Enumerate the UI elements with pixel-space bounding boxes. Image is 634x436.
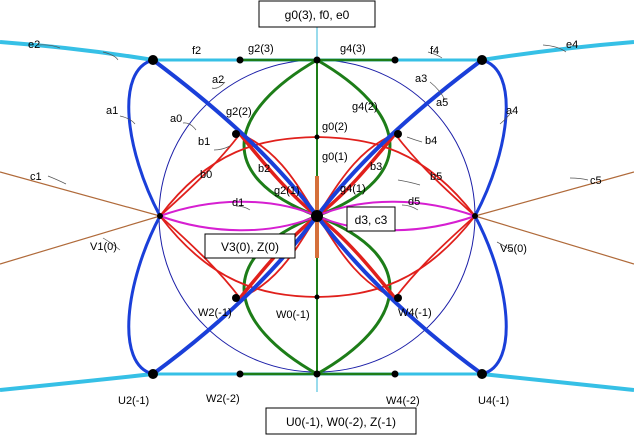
label-g0-2: g0(2) [322, 121, 348, 133]
b4-curve [316, 132, 476, 217]
label-c5: c5 [590, 175, 602, 187]
point-w2-1 [232, 294, 240, 302]
b3-curve-lower [315, 214, 397, 300]
label-g4-2: g4(2) [352, 101, 378, 113]
label-e4: e4 [566, 39, 578, 51]
label-a2: a2 [212, 74, 224, 86]
point-v1 [157, 213, 163, 219]
point-f2 [236, 56, 244, 64]
label-d5: d5 [408, 196, 420, 208]
label-b4: b4 [425, 135, 437, 147]
label-a4: a4 [506, 105, 518, 117]
label-f4: f4 [430, 45, 439, 57]
g2-curve [242, 58, 322, 376]
points [148, 55, 487, 379]
label-g2-2: g2(2) [226, 106, 252, 118]
label-V1: V1(0) [90, 241, 117, 253]
e2-curve-top [0, 40, 154, 62]
label-a3: a3 [415, 73, 427, 85]
label-W4-2: W4(-2) [386, 395, 420, 407]
label-W4-1: W4(-1) [398, 307, 432, 319]
mid-box-text: d3, c3 [355, 213, 388, 227]
label-g2-3: g2(3) [248, 43, 274, 55]
label-b1: b1 [198, 136, 210, 148]
label-g2-1: g2(1) [274, 185, 300, 197]
point-g0-top [313, 56, 321, 64]
c1-line-lower [0, 215, 161, 265]
c5-line-lower [474, 215, 634, 265]
point-center [311, 210, 323, 222]
point-w2-2 [236, 370, 244, 378]
top-box: g0(3), f0, e0 [258, 0, 376, 28]
label-g0-1: g0(1) [322, 151, 348, 163]
label-V5: V5(0) [500, 243, 527, 255]
bottom-box: U0(-1), W0(-2), Z(-1) [265, 407, 417, 435]
label-a1: a1 [106, 105, 118, 117]
label-a0: a0 [170, 113, 182, 125]
labels: e2 e4 f2 f4 g2(3) g4(3) a2 a3 a0 a5 a1 a… [28, 39, 602, 407]
label-b3: b3 [370, 161, 382, 173]
label-g4-1: g4(1) [340, 183, 366, 195]
point-bottom-left [148, 369, 158, 379]
e2-curve-bottom [0, 372, 154, 392]
point-b4 [394, 130, 402, 138]
point-bottom-right [477, 369, 487, 379]
e4-curve-bottom [481, 372, 634, 392]
point-v5 [472, 213, 478, 219]
label-f2: f2 [192, 45, 201, 57]
point-w4-2 [391, 370, 399, 378]
e4-curve-top [481, 40, 634, 62]
v3-box: V3(0), Z(0) [204, 233, 296, 259]
label-W2-1: W2(-1) [198, 307, 232, 319]
label-b0: b0 [200, 169, 212, 181]
label-b5: b5 [430, 171, 442, 183]
point-u0 [313, 370, 321, 378]
label-c1: c1 [30, 171, 42, 183]
label-e2: e2 [28, 39, 40, 51]
b2-curve [238, 132, 319, 218]
point-w4-1 [394, 294, 402, 302]
a3-curve [314, 58, 484, 376]
point-w0-1 [314, 294, 320, 300]
top-box-text: g0(3), f0, e0 [285, 8, 350, 22]
label-U4: U4(-1) [478, 395, 509, 407]
point-top-right [477, 55, 487, 65]
point-b1 [232, 130, 240, 138]
c5-line [474, 171, 634, 217]
label-b2: b2 [258, 163, 270, 175]
label-W0-1: W0(-1) [276, 309, 310, 321]
label-d1: d1 [232, 197, 244, 209]
b3-curve [315, 132, 397, 218]
label-g4-3: g4(3) [340, 43, 366, 55]
label-U2: U2(-1) [118, 395, 149, 407]
label-a5: a5 [436, 97, 448, 109]
point-f4 [391, 56, 399, 64]
leader-lines [37, 44, 589, 253]
c1-line [0, 171, 161, 217]
mid-box: d3, c3 [346, 206, 396, 232]
bottom-box-text: U0(-1), W0(-2), Z(-1) [286, 415, 396, 429]
point-g0-2 [314, 134, 320, 140]
point-top-left [148, 55, 158, 65]
v3-box-text: V3(0), Z(0) [221, 240, 279, 254]
label-W2-2: W2(-2) [206, 393, 240, 405]
